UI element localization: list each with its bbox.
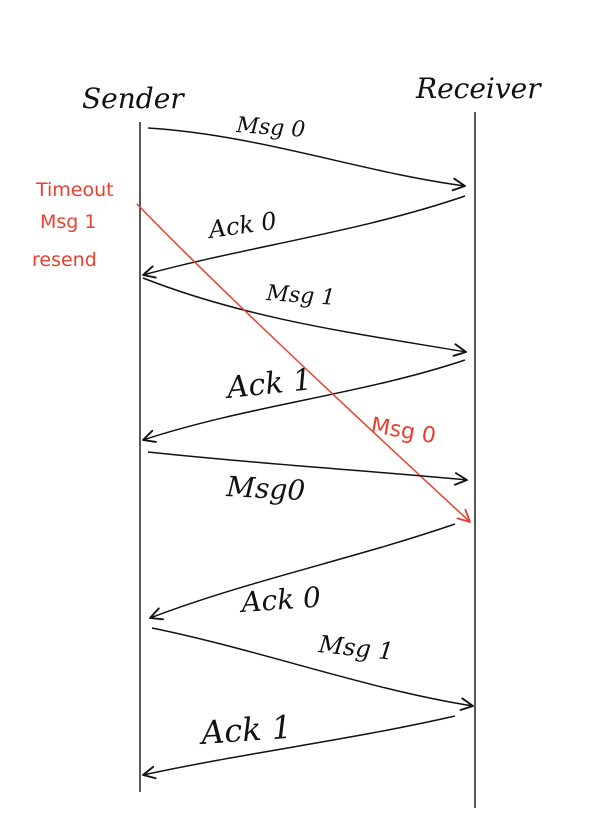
message-label-msg1-second: Msg 1 <box>316 630 395 666</box>
message-label-msg1-first: Msg 1 <box>265 281 336 311</box>
message-arrow-ack0-first <box>142 195 466 279</box>
message-label-delayed-msg0: Msg 0 <box>369 413 438 449</box>
message-label-msg0: Msg 0 <box>235 113 306 143</box>
receiver-header: Receiver <box>415 72 542 105</box>
timeout-note-line2: Msg 1 <box>40 211 96 233</box>
message-arrow-msg0-second <box>147 451 468 486</box>
timeout-note-line3: resend <box>32 249 97 271</box>
message-arrow-delayed-msg0 <box>136 203 471 523</box>
message-label-ack1-second: Ack 1 <box>197 708 293 752</box>
timeout-note-line1: Timeout <box>35 179 114 201</box>
message-arrow-msg1-second <box>151 627 474 711</box>
message-arrow-msg1-first <box>142 277 467 357</box>
message-arrow-ack0-second <box>149 523 456 621</box>
message-arrow-ack1-second <box>142 715 456 780</box>
message-label-msg0-second: Msg0 <box>225 470 306 507</box>
sender-header: Sender <box>82 82 185 115</box>
message-arrow-msg0 <box>147 127 466 192</box>
message-label-ack0-first: Ack 0 <box>205 207 278 245</box>
message-label-ack1-first: Ack 1 <box>222 362 313 406</box>
message-label-ack0-second: Ack 0 <box>237 581 322 620</box>
message-arrow-ack1-first <box>142 359 466 443</box>
